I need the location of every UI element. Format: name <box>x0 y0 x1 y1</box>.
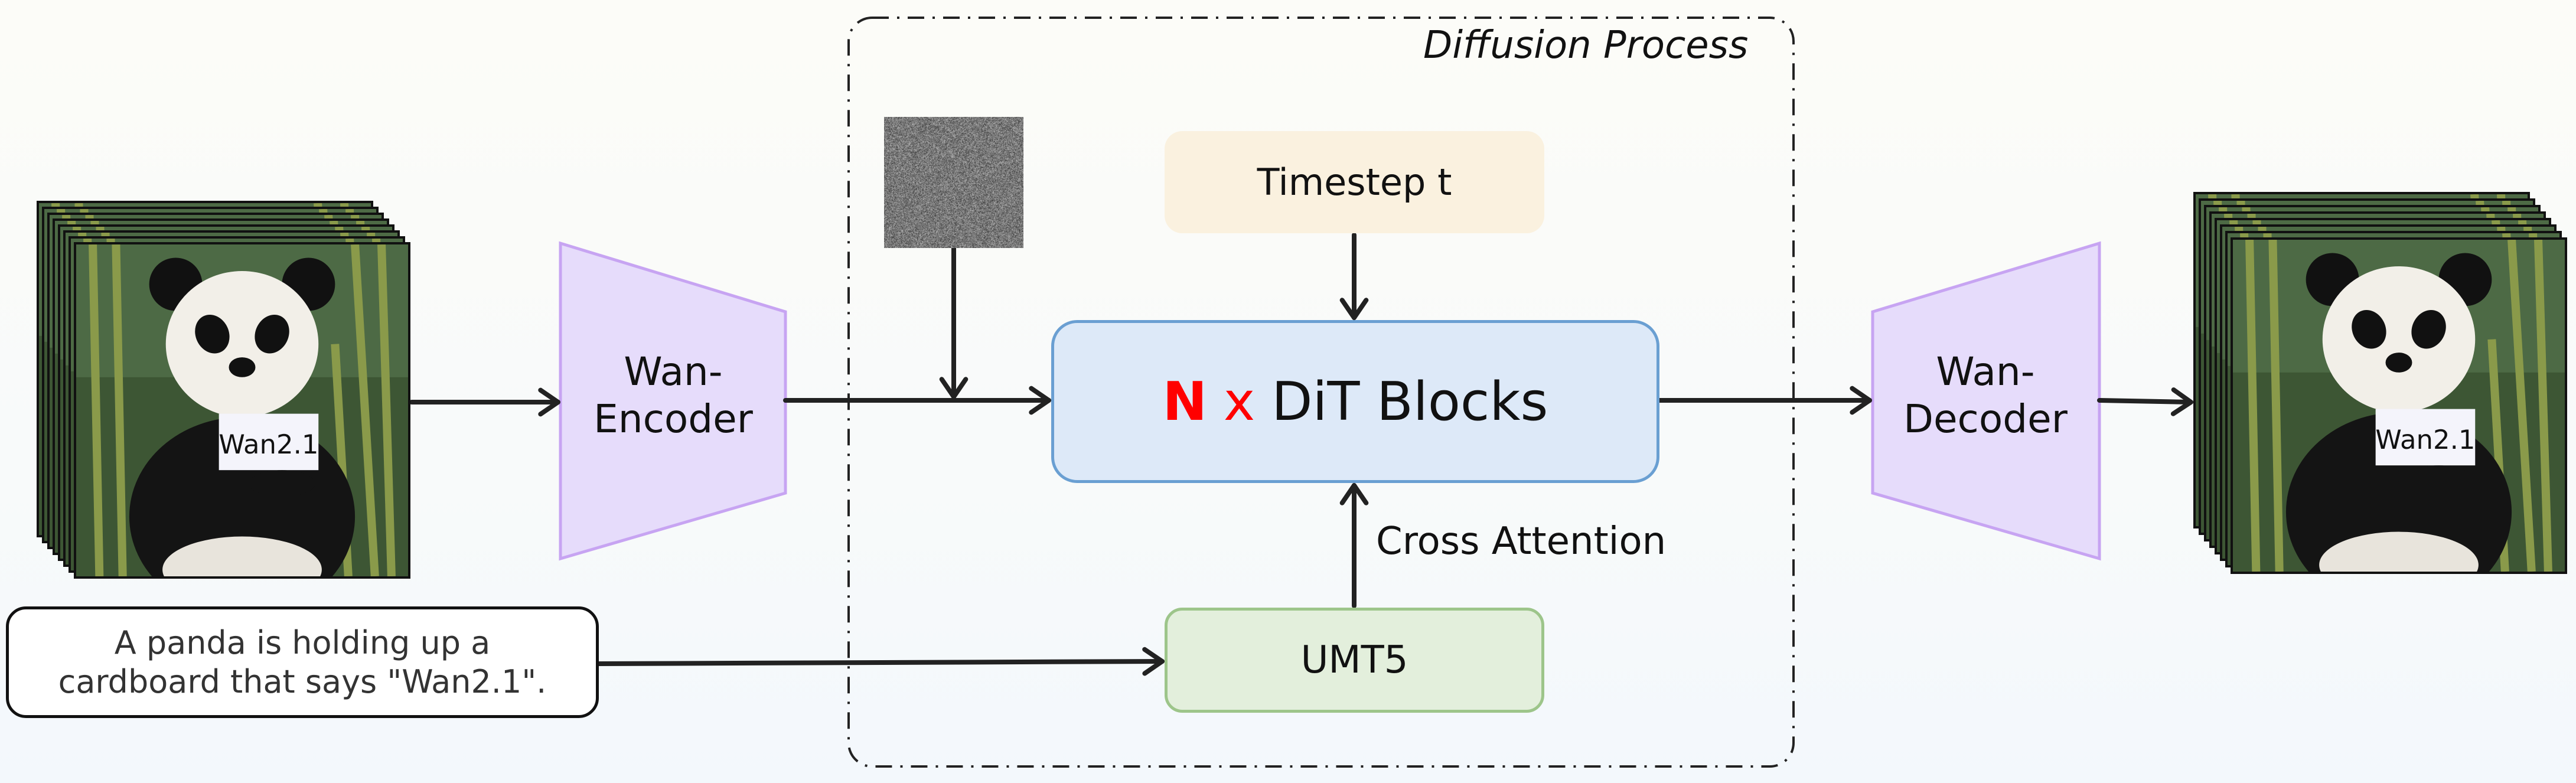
timestep-box: Timestep t <box>1165 131 1544 233</box>
umt5-label: UMT5 <box>1301 638 1408 682</box>
arrow-noise-to-merge <box>942 248 966 397</box>
prompt-line-2: cardboard that says "Wan2.1". <box>58 663 547 702</box>
dit-count-n: N <box>1163 371 1207 433</box>
arrow-umt5-to-dit <box>1342 485 1367 606</box>
arrow-encoder-to-dit <box>785 389 1049 413</box>
decoder-label-line2: Decoder <box>1897 396 2074 443</box>
text-prompt-box: A panda is holding up a cardboard that s… <box>6 606 599 718</box>
arrow-decoder-to-output <box>2099 390 2191 414</box>
dit-label: DiT Blocks <box>1271 371 1548 433</box>
dit-times: x <box>1224 371 1255 433</box>
video-frame-front: Wan2.1 <box>2231 237 2567 574</box>
wan-decoder: Wan- Decoder <box>1897 348 2074 443</box>
cross-attention-label: Cross Attention <box>1376 520 1666 563</box>
arrow-prompt-to-umt5 <box>599 650 1162 674</box>
timestep-label: Timestep t <box>1257 161 1452 204</box>
noise-image <box>884 117 1023 248</box>
arrow-dit-to-decoder <box>1659 389 1870 413</box>
svg-text:Wan2.1: Wan2.1 <box>219 429 318 460</box>
prompt-line-1: A panda is holding up a <box>115 624 491 663</box>
dit-blocks-box: N x DiT Blocks <box>1051 320 1659 483</box>
decoder-label-line1: Wan- <box>1897 348 2074 396</box>
wan-encoder: Wan- Encoder <box>585 348 762 443</box>
arrow-input-to-encoder <box>412 390 558 415</box>
diffusion-process-label: Diffusion Process <box>1423 24 1748 67</box>
encoder-label-line1: Wan- <box>585 348 762 396</box>
encoder-label-line2: Encoder <box>585 396 762 443</box>
umt5-box: UMT5 <box>1165 608 1544 713</box>
arrow-timestep-to-dit <box>1342 235 1367 318</box>
svg-text:Wan2.1: Wan2.1 <box>2375 424 2475 455</box>
video-frame-front: Wan2.1 <box>74 242 410 579</box>
